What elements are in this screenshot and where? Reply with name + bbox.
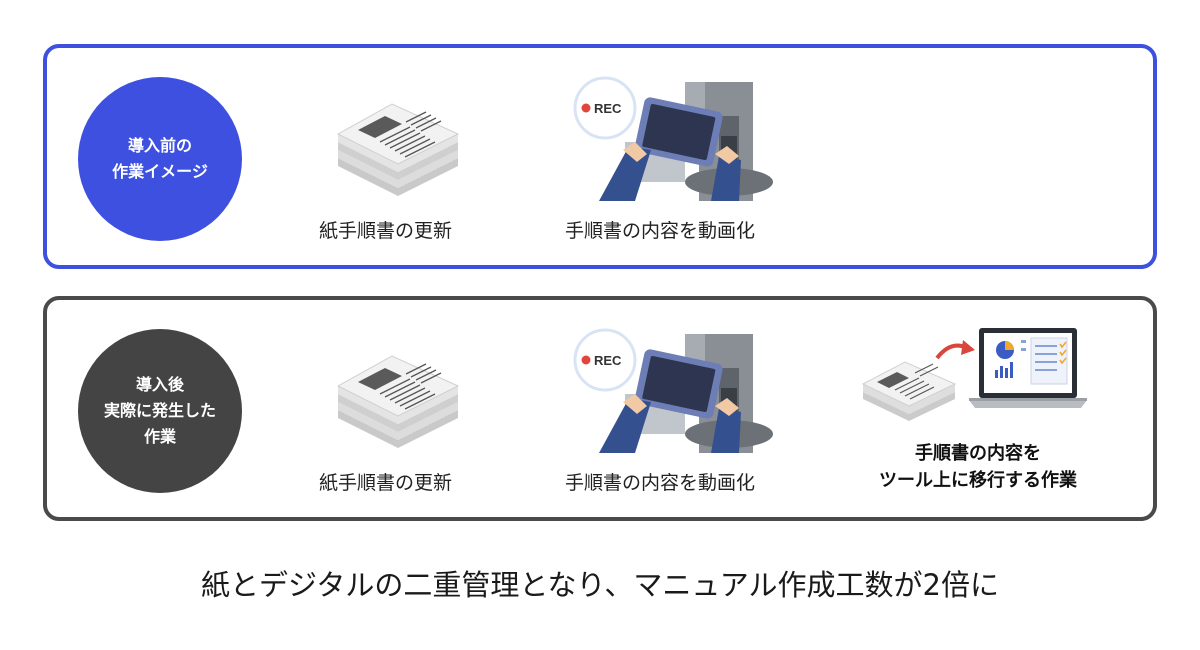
paper-manual-icon	[330, 96, 465, 196]
after-panel: 導入後 実際に発生した 作業	[43, 296, 1157, 521]
after-badge-line2: 実際に発生した	[103, 401, 216, 420]
footer-summary: 紙とデジタルの二重管理となり、マニュアル作成工数が2倍に	[201, 568, 999, 602]
video-recording-icon: REC	[569, 328, 779, 453]
after-item3-caption: 手順書の内容を ツール上に移行する作業	[869, 440, 1087, 494]
before-item2-caption: 手順書の内容を動画化	[565, 220, 756, 242]
after-item3-caption-line2: ツール上に移行する作業	[879, 470, 1077, 491]
after-badge-line3: 作業	[143, 427, 176, 446]
before-badge: 導入前の 作業イメージ	[78, 77, 242, 241]
after-item3-caption-line1: 手順書の内容を	[915, 443, 1041, 464]
before-rec-label: REC	[594, 101, 622, 116]
paper-to-laptop-icon	[859, 322, 1089, 432]
after-badge-line1: 導入後	[135, 375, 184, 394]
before-item1-caption: 紙手順書の更新	[319, 220, 453, 242]
before-panel: 導入前の 作業イメージ 紙手順書の更	[43, 44, 1157, 269]
before-badge-line2: 作業イメージ	[112, 162, 208, 181]
after-item2-caption: 手順書の内容を動画化	[565, 472, 756, 494]
paper-manual-icon	[330, 348, 465, 448]
before-badge-line1: 導入前の	[127, 136, 192, 155]
video-recording-icon: REC	[569, 76, 779, 201]
after-badge: 導入後 実際に発生した 作業	[78, 329, 242, 493]
after-rec-label: REC	[594, 353, 622, 368]
after-item1-caption: 紙手順書の更新	[319, 472, 453, 494]
